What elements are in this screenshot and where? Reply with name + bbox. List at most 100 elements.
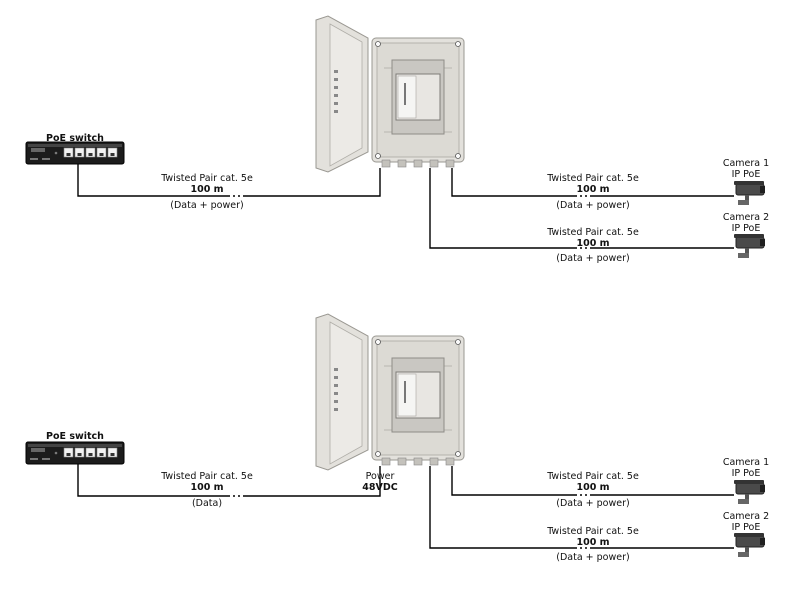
port-latch bbox=[88, 453, 93, 456]
cable-gland bbox=[397, 457, 407, 466]
cable-payload-label: (Data + power) bbox=[556, 200, 630, 211]
lid-label-text bbox=[334, 110, 338, 113]
ethernet-port bbox=[74, 447, 85, 458]
camera-name-label: Camera 2 bbox=[722, 511, 770, 522]
ethernet-port bbox=[107, 447, 118, 458]
lid-label-text bbox=[334, 94, 338, 97]
camera-body bbox=[735, 482, 765, 495]
camera-type-label: IP PoE bbox=[731, 169, 761, 180]
cable-gland bbox=[413, 159, 423, 168]
lid-label-text bbox=[334, 86, 338, 89]
lid-inner-panel bbox=[329, 23, 363, 167]
status-led bbox=[54, 151, 58, 155]
camera-mount bbox=[738, 200, 749, 205]
cable-payload-label: (Data + power) bbox=[556, 498, 630, 509]
camera-body bbox=[735, 183, 765, 196]
ethernet-port bbox=[107, 147, 118, 158]
module-label-text bbox=[404, 381, 406, 403]
camera-bracket bbox=[745, 494, 749, 499]
lid-label-text bbox=[334, 384, 338, 387]
camera-name-label: Camera 1 bbox=[722, 457, 770, 468]
switch-badge bbox=[31, 448, 45, 452]
ethernet-port bbox=[74, 147, 85, 158]
camera-sunshield bbox=[734, 181, 764, 185]
port-latch bbox=[66, 453, 71, 456]
cable-gland bbox=[413, 457, 423, 466]
cable-type-label: Twisted Pair cat. 5e bbox=[547, 526, 639, 537]
ip-camera-icon bbox=[734, 480, 765, 504]
ip-camera-icon bbox=[734, 234, 765, 258]
port-latch bbox=[77, 153, 82, 156]
power-voltage-label: 48VDC bbox=[362, 482, 398, 493]
ethernet-port bbox=[85, 447, 96, 458]
switch-label: PoE switch bbox=[46, 133, 104, 144]
port-latch bbox=[88, 153, 93, 156]
switch-top-strip bbox=[28, 444, 122, 447]
screw bbox=[375, 153, 381, 159]
camera-lens bbox=[760, 239, 765, 246]
ethernet-port bbox=[63, 147, 74, 158]
screw bbox=[375, 339, 381, 345]
enclosure bbox=[315, 15, 465, 173]
screw bbox=[375, 41, 381, 47]
switch-top-strip bbox=[28, 144, 122, 147]
camera-bracket bbox=[745, 248, 749, 253]
camera-type-label: IP PoE bbox=[731, 522, 761, 533]
cable-switch-to-enclosure bbox=[77, 164, 381, 197]
camera-type-label: IP PoE bbox=[731, 223, 761, 234]
camera-name-label: Camera 1 bbox=[722, 158, 770, 169]
cable-type-label: Twisted Pair cat. 5e bbox=[161, 173, 253, 184]
camera-bracket bbox=[745, 547, 749, 552]
camera-mount bbox=[738, 499, 749, 504]
lid-label-text bbox=[334, 70, 338, 73]
camera-body bbox=[735, 535, 765, 548]
cable-length-label: 100 m bbox=[190, 482, 224, 493]
cable-length-label: 100 m bbox=[190, 184, 224, 195]
camera-mount bbox=[738, 552, 749, 557]
port-latch bbox=[77, 453, 82, 456]
camera-name-label: Camera 2 bbox=[722, 212, 770, 223]
cable-type-label: Twisted Pair cat. 5e bbox=[547, 173, 639, 184]
port-latch bbox=[99, 453, 104, 456]
cable-to-camera-2 bbox=[429, 168, 734, 249]
ip-camera-icon bbox=[734, 533, 765, 557]
lid-inner-panel bbox=[329, 321, 363, 465]
camera-sunshield bbox=[734, 234, 764, 238]
ip-camera-icon bbox=[734, 181, 765, 205]
cable-length-label: 100 m bbox=[576, 482, 610, 493]
switch-caption bbox=[42, 158, 50, 160]
lid-label-text bbox=[334, 400, 338, 403]
cable-gland bbox=[429, 457, 439, 466]
cable-gland bbox=[381, 159, 391, 168]
switch-caption bbox=[30, 158, 38, 160]
ethernet-port bbox=[63, 447, 74, 458]
lid-label-text bbox=[334, 376, 338, 379]
switch-label: PoE switch bbox=[46, 431, 104, 442]
cable-payload-label: (Data + power) bbox=[556, 253, 630, 264]
cable-gland bbox=[445, 159, 455, 168]
cable-type-label: Twisted Pair cat. 5e bbox=[161, 471, 253, 482]
switch-badge bbox=[31, 148, 45, 152]
cable-length-label: 100 m bbox=[576, 184, 610, 195]
port-latch bbox=[110, 453, 115, 456]
cable-payload-label: (Data) bbox=[191, 498, 223, 509]
cable-type-label: Twisted Pair cat. 5e bbox=[547, 227, 639, 238]
port-latch bbox=[66, 153, 71, 156]
poe-switch bbox=[25, 441, 125, 465]
screw bbox=[455, 451, 461, 457]
power-label: Power bbox=[365, 471, 395, 482]
ethernet-port bbox=[96, 447, 107, 458]
camera-sunshield bbox=[734, 533, 764, 537]
ethernet-port bbox=[96, 147, 107, 158]
lid-label-text bbox=[334, 78, 338, 81]
module-label-plate bbox=[397, 373, 417, 417]
cable-gland bbox=[381, 457, 391, 466]
cable-to-camera-1 bbox=[451, 466, 734, 496]
enclosure bbox=[315, 313, 465, 471]
camera-lens bbox=[760, 538, 765, 545]
cable-length-label: 100 m bbox=[576, 238, 610, 249]
status-led bbox=[54, 451, 58, 455]
camera-bracket bbox=[745, 195, 749, 200]
cable-to-camera-1 bbox=[451, 168, 734, 197]
